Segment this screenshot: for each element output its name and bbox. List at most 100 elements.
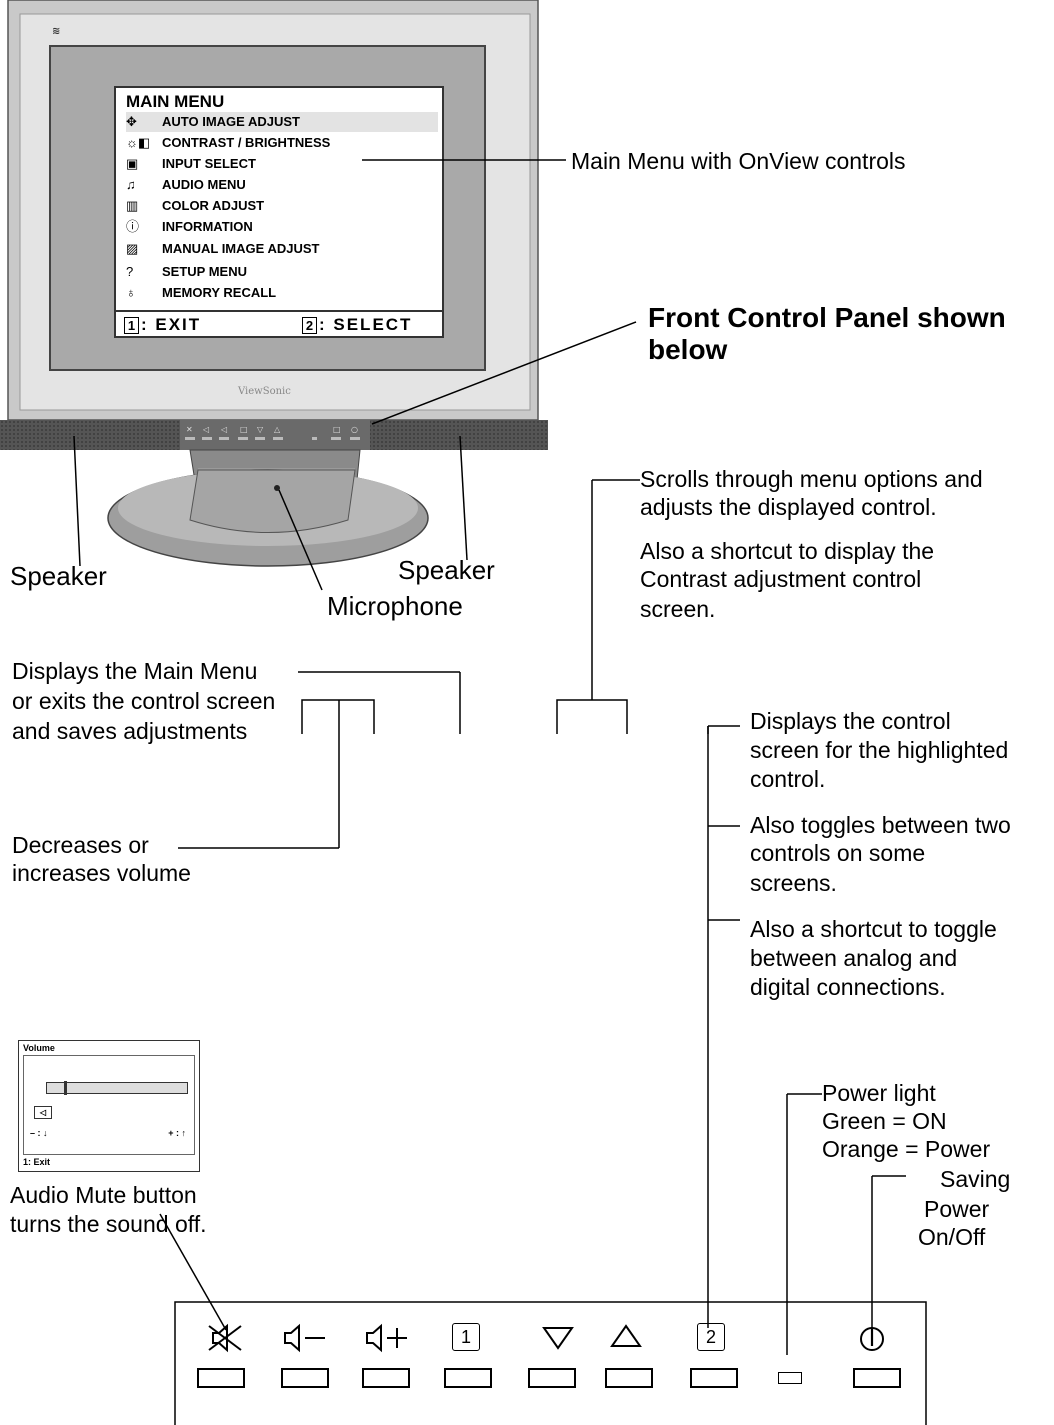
power-desc-l1: Power	[924, 1196, 990, 1222]
sun-contrast-icon: ☼◧	[126, 135, 151, 150]
main-menu-title: MAIN MENU	[126, 92, 225, 111]
button2-shortcut-l1: Also a shortcut to toggle	[750, 916, 997, 942]
button2-toggle-l3: screens.	[750, 870, 837, 896]
select-hint: 2: SELECT	[302, 315, 412, 335]
svg-text:▽: ▽	[257, 425, 264, 434]
power-light-desc-l2: Green = ON	[822, 1108, 947, 1134]
volume-panel: ◁ – : ↓ + : ↑	[23, 1055, 195, 1155]
svg-text:△: △	[274, 425, 281, 434]
volume-down-button[interactable]	[281, 1368, 329, 1388]
triangle-up-icon	[606, 1323, 646, 1349]
volume-exit-hint: 1: Exit	[23, 1157, 51, 1167]
button1-desc-l2: or exits the control screen	[12, 688, 276, 714]
bezel-logo: ViewSonic	[237, 386, 291, 397]
info-icon: ⓘ	[126, 219, 140, 234]
menu-item-color-adjust[interactable]: ▥ COLOR ADJUST	[126, 196, 264, 216]
button2-toggle-l1: Also toggles between two	[750, 812, 1011, 838]
microphone-label: Microphone	[327, 591, 463, 621]
menu-item-label: MEMORY RECALL	[162, 285, 277, 300]
key-2-icon: 2	[697, 1323, 725, 1351]
volume-screen: Volume ◁ – : ↓ + : ↑ 1: Exit	[18, 1040, 200, 1172]
memory-icon: ♁	[126, 285, 136, 300]
image-adjust-icon: ▨	[126, 241, 139, 256]
exit-hint: 1: EXIT	[124, 315, 201, 335]
scroll-desc-l4: Contrast adjustment control	[640, 566, 922, 592]
front-panel-callout-line2: below	[648, 334, 728, 365]
key-1-icon: 1	[452, 1323, 480, 1351]
select-hint-text: : SELECT	[319, 315, 413, 334]
menu-item-label: CONTRAST / BRIGHTNESS	[162, 135, 331, 150]
volume-desc-l2: increases volume	[12, 860, 191, 886]
power-light	[778, 1372, 802, 1384]
menu-item-memory-recall[interactable]: ♁ MEMORY RECALL	[126, 283, 276, 303]
svg-text:◁: ◁	[202, 425, 209, 434]
key-2-icon: 2	[302, 317, 317, 334]
volume-down-icon	[275, 1322, 335, 1354]
volume-up-button[interactable]	[362, 1368, 410, 1388]
setup-icon: ?	[126, 264, 134, 279]
scroll-desc-l5: screen.	[640, 596, 716, 622]
volume-plus-hint: + : ↑	[168, 1128, 186, 1138]
menu-item-label: SETUP MENU	[162, 264, 247, 279]
volume-desc-l1: Decreases or	[12, 832, 149, 858]
main-menu-footer: 1: EXIT 2: SELECT	[116, 310, 442, 338]
front-panel-callout-line1: Front Control Panel shown	[648, 302, 1006, 333]
color-icon: ▥	[126, 198, 139, 213]
power-light-desc-l4: Saving	[940, 1166, 1011, 1192]
key-1-icon: 1	[124, 317, 139, 334]
button2-desc-l1: Displays the control	[750, 708, 951, 734]
menu-item-label: INFORMATION	[162, 219, 253, 234]
menu-item-input-select[interactable]: ▣INPUT SELECT	[126, 154, 256, 174]
svg-text:≋: ≋	[52, 26, 60, 37]
speaker-icon: ◁	[34, 1106, 52, 1119]
volume-slider-knob[interactable]	[63, 1081, 67, 1095]
menu-item-label: MANUAL IMAGE ADJUST	[162, 241, 320, 256]
scroll-desc-l2: adjusts the displayed control.	[640, 494, 937, 520]
menu-item-label: AUDIO MENU	[162, 177, 246, 192]
power-desc-l2: On/Off	[918, 1224, 986, 1250]
menu-item-contrast-brightness[interactable]: ☼◧ CONTRAST / BRIGHTNESS	[126, 133, 330, 153]
mute-button[interactable]	[197, 1368, 245, 1388]
button2-desc-l3: control.	[750, 766, 826, 792]
button2-desc-l2: screen for the highlighted	[750, 737, 1009, 763]
button-1[interactable]	[444, 1368, 492, 1388]
move-icon: ✥	[126, 114, 137, 129]
button-2[interactable]	[690, 1368, 738, 1388]
input-icon: ▣	[126, 156, 139, 171]
menu-item-label: AUTO IMAGE ADJUST	[162, 114, 300, 129]
svg-text:□: □	[240, 425, 248, 434]
scroll-desc-l1: Scrolls through menu options and	[640, 466, 983, 492]
triangle-down-icon	[538, 1325, 578, 1351]
menu-item-audio-menu[interactable]: ♫ AUDIO MENU	[126, 175, 246, 195]
power-icon	[856, 1322, 888, 1354]
svg-text:□: □	[333, 425, 341, 434]
menu-item-setup-menu[interactable]: ? SETUP MENU	[126, 262, 247, 282]
button1-desc-l1: Displays the Main Menu	[12, 658, 258, 684]
power-button[interactable]	[853, 1368, 901, 1388]
main-menu-osd: MAIN MENU ✥ AUTO IMAGE ADJUST ☼◧ CONTRAST …	[114, 86, 444, 338]
up-button[interactable]	[605, 1368, 653, 1388]
scroll-desc-l3: Also a shortcut to display the	[640, 538, 935, 564]
speaker-left-label: Speaker	[10, 561, 107, 591]
mute-desc-l2: turns the sound off.	[10, 1211, 207, 1237]
menu-item-auto-image-adjust[interactable]: ✥ AUTO IMAGE ADJUST	[126, 112, 438, 132]
svg-text:○: ○	[351, 425, 358, 434]
menu-item-manual-image-adjust[interactable]: ▨ MANUAL IMAGE ADJUST	[126, 239, 319, 259]
volume-title: Volume	[23, 1043, 55, 1053]
volume-up-icon	[357, 1322, 417, 1354]
audio-icon: ♫	[126, 177, 136, 192]
menu-item-label: COLOR ADJUST	[162, 198, 265, 213]
mute-icon	[195, 1322, 255, 1354]
button2-shortcut-l3: digital connections.	[750, 974, 946, 1000]
button1-desc-l3: and saves adjustments	[12, 718, 248, 744]
volume-slider[interactable]	[46, 1081, 188, 1095]
volume-minus-hint: – : ↓	[30, 1128, 48, 1138]
mute-desc-l1: Audio Mute button	[10, 1182, 197, 1208]
main-menu-callout: Main Menu with OnView controls	[571, 148, 906, 174]
button2-toggle-l2: controls on some	[750, 840, 926, 866]
svg-text:✕: ✕	[186, 425, 193, 434]
menu-item-information[interactable]: ⓘ INFORMATION	[126, 217, 253, 237]
down-button[interactable]	[528, 1368, 576, 1388]
